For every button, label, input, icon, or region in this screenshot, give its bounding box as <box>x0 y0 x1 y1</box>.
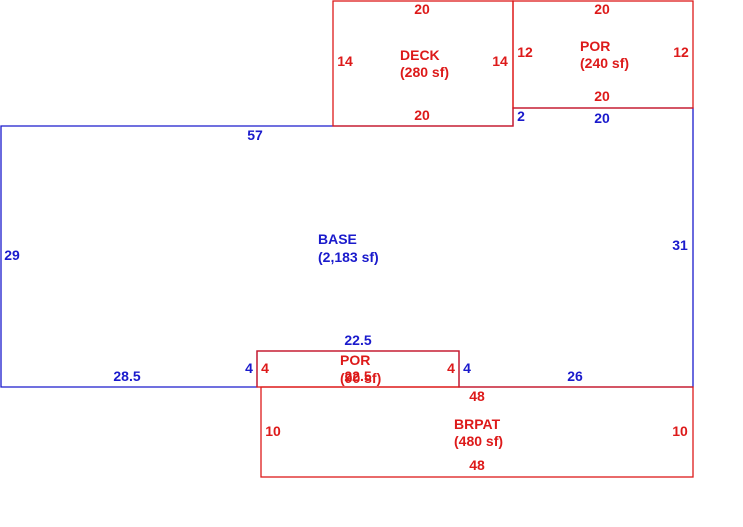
deck-dim-top: 20 <box>414 1 430 17</box>
por-top-area: (240 sf) <box>580 55 629 71</box>
por-top-dim-top: 20 <box>594 1 610 17</box>
base-dim-left: 29 <box>4 247 20 263</box>
por-top-dim-bottom: 20 <box>594 88 610 104</box>
por-small-dim-bottom: 22.5 <box>344 368 371 384</box>
por-small-area: (90 sf) <box>340 370 381 386</box>
por-top-outline <box>512 0 694 109</box>
brpat-dim-right: 10 <box>672 423 688 439</box>
base-dim-right: 31 <box>672 237 688 253</box>
base-dim-top: 57 <box>247 127 263 143</box>
base-dim-notch-left: 4 <box>245 360 253 376</box>
brpat-dim-top: 48 <box>469 388 485 404</box>
por-top-dim-right: 12 <box>673 44 689 60</box>
por-top-dim-left: 12 <box>517 44 533 60</box>
por-small-dim-left: 4 <box>261 360 269 376</box>
base-name: BASE <box>318 231 357 247</box>
por-small-name: POR <box>340 352 370 368</box>
base-dim-bottom-right: 26 <box>567 368 583 384</box>
base-dim-notch-top: 22.5 <box>344 332 371 348</box>
por-top-name: POR <box>580 38 610 54</box>
base-dim-notch-right: 4 <box>463 360 471 376</box>
base-dim-step: 2 <box>517 108 525 124</box>
deck-dim-right: 14 <box>492 53 508 69</box>
deck-dim-left: 14 <box>337 53 353 69</box>
base-dim-bottom-left: 28.5 <box>113 368 140 384</box>
base-area: (2,183 sf) <box>318 249 379 265</box>
por-small-dim-right: 4 <box>447 360 455 376</box>
brpat-name: BRPAT <box>454 416 501 432</box>
base-dim-top-right: 20 <box>594 110 610 126</box>
brpat-outline <box>260 386 694 478</box>
brpat-dim-left: 10 <box>265 423 281 439</box>
deck-area: (280 sf) <box>400 64 449 80</box>
brpat-area: (480 sf) <box>454 433 503 449</box>
deck-name: DECK <box>400 47 440 63</box>
brpat-dim-bottom: 48 <box>469 457 485 473</box>
deck-dim-bottom: 20 <box>414 107 430 123</box>
